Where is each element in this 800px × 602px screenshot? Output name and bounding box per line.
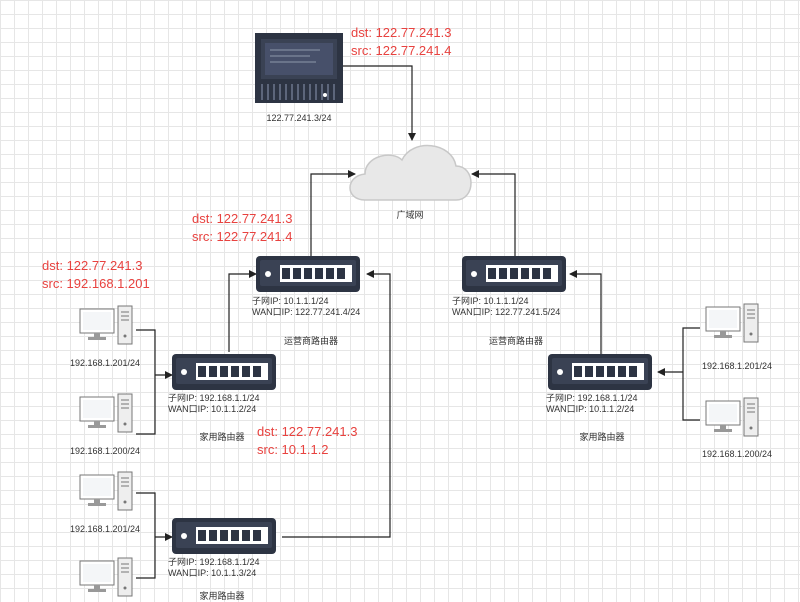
cloud-icon (349, 144, 472, 201)
isp-router-left-name: 运营商路由器 (283, 336, 339, 346)
link-home1-isp-left (228, 270, 257, 352)
subnet-ip: 子网IP: 10.1.1.1/24 (252, 296, 329, 306)
pc-2-ip: 192.168.1.200/24 (69, 446, 141, 456)
pc-4-icon (79, 557, 133, 597)
packet-src: src: 10.1.1.2 (257, 442, 329, 457)
link-pcs-home2 (658, 327, 700, 421)
home-router-2-name: 家用路由器 (579, 432, 625, 442)
home-router-3-name: 家用路由器 (199, 591, 245, 601)
subnet-ip: 子网IP: 192.168.1.1/24 (168, 393, 260, 403)
wan-ip: WAN口IP: 10.1.1.2/24 (168, 404, 257, 414)
pc-3-icon (79, 471, 133, 511)
isp-router-right-name: 运营商路由器 (488, 336, 544, 346)
home-router-1-info: 子网IP: 192.168.1.1/24 WAN口IP: 10.1.1.2/24 (168, 393, 260, 415)
pc-1-ip: 192.168.1.201/24 (69, 358, 141, 368)
link-pcs-home1 (136, 329, 172, 435)
packet-dst: dst: 122.77.241.3 (257, 424, 358, 439)
link-server-cloud (343, 65, 416, 141)
home-router-1-name: 家用路由器 (199, 432, 245, 442)
packet-src: src: 122.77.241.4 (192, 229, 293, 244)
home-router-3-icon (172, 518, 276, 554)
wan-ip: WAN口IP: 122.77.241.4/24 (252, 307, 361, 317)
pc-6-ip: 192.168.1.200/24 (701, 449, 773, 459)
packet-server: dst: 122.77.241.3 src: 122.77.241.4 (351, 24, 451, 60)
home-router-3-info: 子网IP: 192.168.1.1/24 WAN口IP: 10.1.1.3/24 (168, 557, 260, 579)
packet-dst: dst: 122.77.241.3 (42, 258, 143, 273)
home-router-1-icon (172, 354, 276, 390)
packet-home3: dst: 122.77.241.3 src: 10.1.1.2 (257, 423, 357, 459)
isp-router-right-icon (462, 256, 566, 292)
subnet-ip: 子网IP: 10.1.1.1/24 (452, 296, 529, 306)
packet-src: src: 122.77.241.4 (351, 43, 452, 58)
packet-dst: dst: 122.77.241.3 (351, 25, 452, 40)
packet-isp-left: dst: 122.77.241.3 src: 122.77.241.4 (192, 210, 292, 246)
packet-home1: dst: 122.77.241.3 src: 192.168.1.201 (42, 257, 150, 293)
isp-router-right-info: 子网IP: 10.1.1.1/24 WAN口IP: 122.77.241.5/2… (452, 296, 560, 318)
pc-2-icon (79, 393, 133, 433)
link-home3-isp-left (282, 270, 391, 538)
pc-5-ip: 192.168.1.201/24 (701, 361, 773, 371)
server-ip-label: 122.77.241.3/24 (266, 113, 332, 123)
pc-5-icon (705, 303, 759, 343)
wan-ip: WAN口IP: 122.77.241.5/24 (452, 307, 561, 317)
isp-router-left-icon (256, 256, 360, 292)
home-router-2-info: 子网IP: 192.168.1.1/24 WAN口IP: 10.1.1.2/24 (546, 393, 638, 415)
pc-6-icon (705, 397, 759, 437)
subnet-ip: 子网IP: 192.168.1.1/24 (168, 557, 260, 567)
link-isp-right-cloud (471, 170, 516, 256)
home-router-2-icon (548, 354, 652, 390)
wan-ip: WAN口IP: 10.1.1.3/24 (168, 568, 257, 578)
cloud-label: 广域网 (396, 210, 424, 220)
subnet-ip: 子网IP: 192.168.1.1/24 (546, 393, 638, 403)
pc-3-ip: 192.168.1.201/24 (69, 524, 141, 534)
packet-dst: dst: 122.77.241.3 (192, 211, 293, 226)
link-pcs-home3 (136, 492, 172, 579)
packet-src: src: 192.168.1.201 (42, 276, 150, 291)
link-isp-left-cloud (310, 170, 356, 256)
isp-router-left-info: 子网IP: 10.1.1.1/24 WAN口IP: 122.77.241.4/2… (252, 296, 360, 318)
pc-1-icon (79, 305, 133, 345)
server-icon (255, 33, 343, 103)
link-home2-isp-right (569, 270, 602, 354)
wan-ip: WAN口IP: 10.1.1.2/24 (546, 404, 635, 414)
